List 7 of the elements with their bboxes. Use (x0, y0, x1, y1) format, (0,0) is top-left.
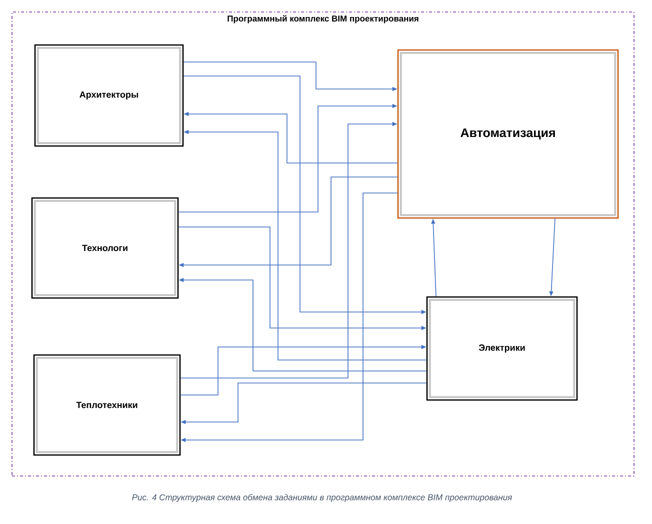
team-box: Электрики (426, 296, 578, 401)
figure-caption: Рис. 4 Структурная схема обмена заданиями в программном комплексе BIM проектирования (132, 494, 512, 502)
team-box: Архитекторы (34, 44, 184, 147)
team-box: Теплотехники (33, 354, 181, 456)
frame-title: Программный комплекс BIM проектирования (228, 15, 418, 24)
process-box: Автоматизация (397, 49, 619, 219)
team-box: Технологи (31, 197, 179, 299)
